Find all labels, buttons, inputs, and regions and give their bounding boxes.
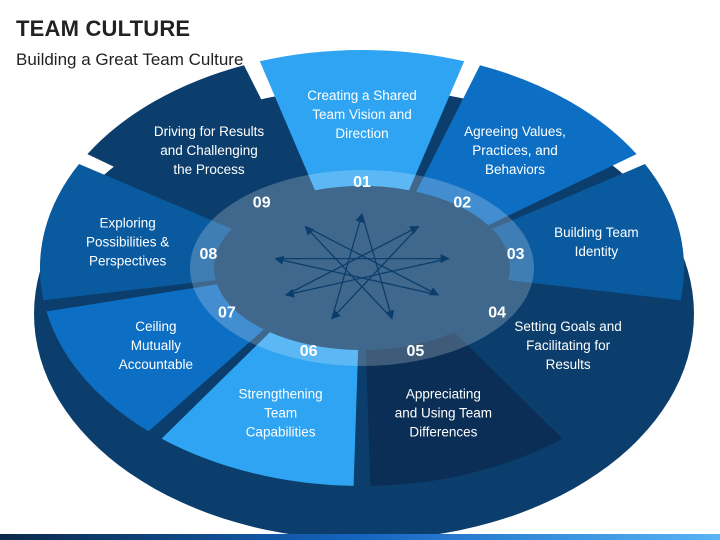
segment-04 [460,284,678,432]
segment-label-line: Possibilities & [86,234,169,249]
segment-label-line: Setting Goals and [514,319,621,334]
star-arrow [331,213,365,319]
segment-label-line: Team Vision and [312,107,412,122]
bottom-accent-bar [0,534,720,540]
star-arrow [285,226,420,296]
star-arrow [361,213,395,320]
segment-number-09: 09 [253,194,271,211]
segment-label-line: Driving for Results [154,124,265,139]
star-arrow [274,255,439,296]
segment-number-03: 03 [507,246,525,263]
segment-label-line: Practices, and [472,143,558,158]
segment-label-line: Mutually [131,338,182,353]
page-title: TEAM CULTURE [16,16,191,41]
segment-05 [365,332,563,486]
segment-label-line: Building Team [554,225,639,240]
segment-label-line: and Challenging [160,143,258,158]
segment-label-line: Creating a Shared [307,88,417,103]
segment-label-line: Differences [409,425,477,440]
segment-label-line: the Process [173,162,245,177]
segment-number-07: 07 [218,305,236,322]
segment-label-line: Agreeing Values, [464,124,566,139]
segment-label-line: Ceiling [135,319,176,334]
star-arrow [304,225,393,320]
star-arrow [284,257,449,298]
segment-07 [46,284,264,432]
segment-02 [416,65,637,226]
inner-ellipse [190,170,534,366]
segment-label-line: Facilitating for [526,338,611,353]
segment-label-line: Behaviors [485,162,545,177]
segment-label-line: Identity [575,244,619,259]
segment-number-08: 08 [200,246,218,263]
page-subtitle: Building a Great Team Culture [16,50,244,69]
star-arrow [331,226,420,320]
segment-number-06: 06 [300,343,318,360]
segment-label-line: Strengthening [239,387,323,402]
segment-label-line: Perspectives [89,253,167,268]
segment-label-line: Direction [335,126,388,141]
segment-label-line: and Using Team [395,406,492,421]
segment-label-line: Accountable [119,357,193,372]
segments-layer [39,50,685,486]
segment-number-04: 04 [488,305,506,322]
segment-03 [492,164,685,301]
segment-label-line: Capabilities [246,425,316,440]
segment-number-05: 05 [407,343,425,360]
segment-06 [161,332,359,486]
segment-label-line: Appreciating [406,387,481,402]
segment-label-line: Results [546,357,591,372]
segment-number-01: 01 [353,174,371,191]
enneagram-star [274,213,450,320]
segment-label-09: Driving for Results and Challenging the Pr… [154,124,265,177]
segment-label-line: Exploring [99,215,155,230]
segment-label-line: Team [264,406,297,421]
segment-number-02: 02 [453,194,471,211]
segment-09 [87,65,308,226]
star-arrow [305,226,440,296]
segment-01 [259,50,465,191]
segment-08 [39,164,232,301]
